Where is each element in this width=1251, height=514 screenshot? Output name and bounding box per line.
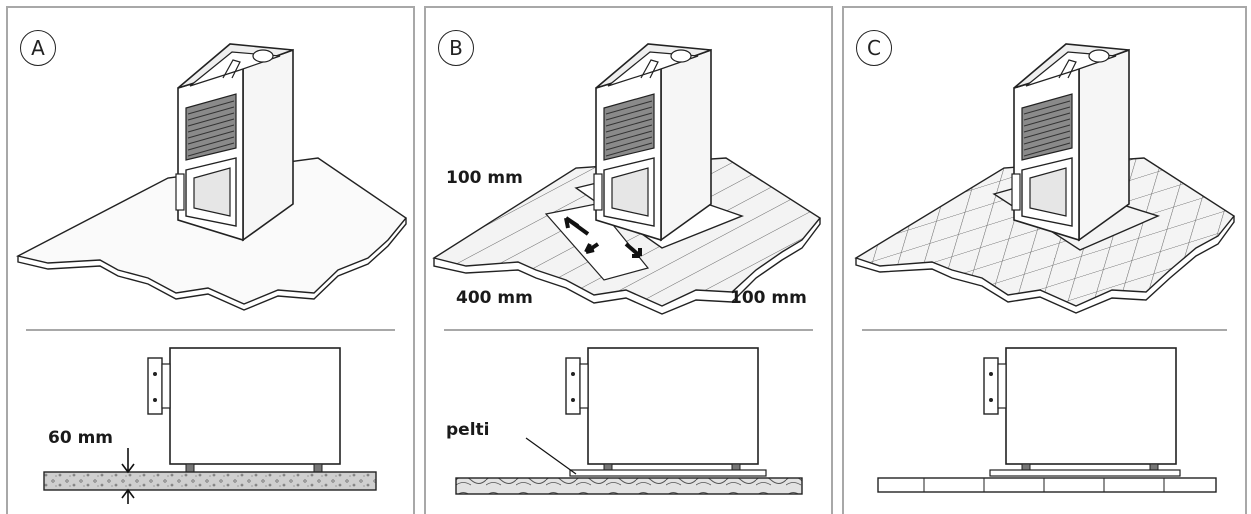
panel-label-a: A — [20, 30, 56, 66]
panel-divider-c — [862, 329, 1227, 331]
stove-on-floor-illustration-a — [15, 43, 408, 504]
dimension-label-400mm: 400 mm — [456, 288, 533, 308]
panel-c: C — [842, 6, 1247, 514]
dimension-label-60mm: 60 mm — [48, 428, 114, 448]
dimension-label-100mm-left: 100 mm — [446, 168, 523, 188]
stove-on-floor-illustration-b — [432, 43, 822, 495]
panel-label-b: B — [438, 30, 474, 66]
sheet-metal-plate — [569, 469, 767, 477]
dimension-label-100mm-right: 100 mm — [730, 288, 807, 308]
panel-label-c: C — [856, 30, 892, 66]
panel-divider-b — [444, 329, 813, 331]
floor-section-c — [877, 477, 1217, 493]
panel-a: A 60 mm — [6, 6, 415, 514]
stove-on-floor-illustration-c — [854, 43, 1236, 493]
floor-section-b — [455, 477, 803, 495]
panel-divider-a — [26, 329, 395, 331]
dimension-arrow-a — [121, 448, 135, 504]
material-label-pelti: pelti — [446, 420, 490, 440]
floor-section-a — [43, 471, 377, 491]
panel-b: B 100 mm 400 mm 100 mm pelti — [424, 6, 833, 514]
